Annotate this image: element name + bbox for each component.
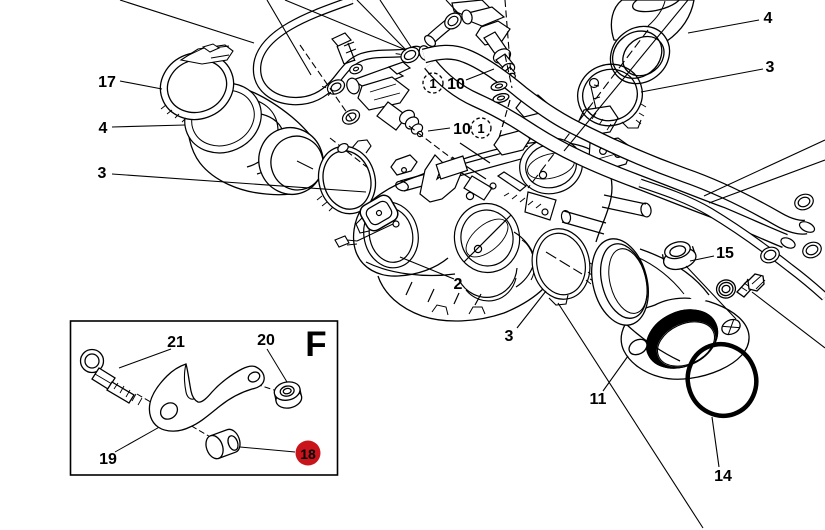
svg-text:10: 10 [447,76,465,93]
svg-text:1: 1 [477,121,484,136]
svg-text:1: 1 [429,76,436,91]
svg-text:18: 18 [300,446,316,462]
svg-text:21: 21 [167,334,185,351]
svg-text:20: 20 [257,332,275,349]
svg-text:10: 10 [453,121,471,138]
svg-text:2: 2 [454,276,463,293]
svg-text:15: 15 [716,245,734,262]
svg-text:17: 17 [98,74,116,91]
svg-text:4: 4 [99,120,108,137]
svg-text:3: 3 [98,165,107,182]
svg-text:19: 19 [99,451,117,468]
svg-text:3: 3 [766,59,775,76]
svg-text:11: 11 [590,391,607,408]
svg-text:4: 4 [764,10,773,27]
svg-text:F: F [305,325,326,364]
svg-text:14: 14 [714,468,732,485]
svg-text:3: 3 [505,328,514,345]
